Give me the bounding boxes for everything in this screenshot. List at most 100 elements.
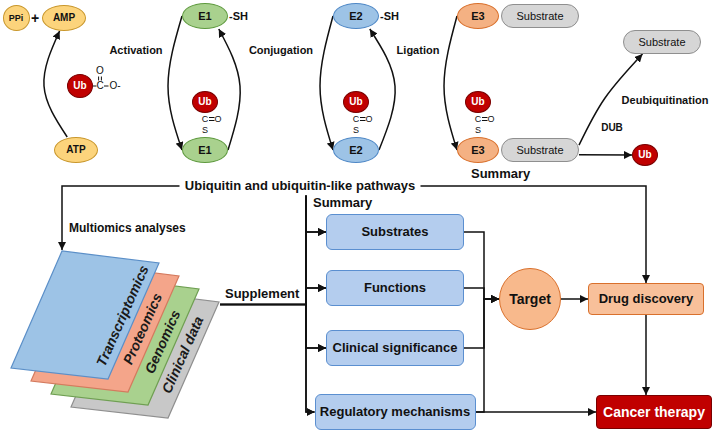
node-label: Ubiquitin and ubiquitin-like pathways bbox=[185, 179, 415, 194]
connector-label: Summary bbox=[470, 167, 531, 182]
node-label: Ub bbox=[349, 96, 362, 108]
connector bbox=[579, 154, 632, 156]
summary-box: Clinical significance bbox=[326, 330, 464, 366]
thiol-group: -SH bbox=[380, 10, 399, 23]
carbon-atom: C bbox=[353, 115, 360, 124]
substrate-box: Substrate bbox=[501, 138, 579, 162]
connector bbox=[320, 16, 333, 150]
chemical-bond bbox=[360, 117, 366, 118]
connector bbox=[444, 16, 457, 150]
chemical-bond bbox=[101, 77, 102, 81]
connector bbox=[44, 31, 67, 137]
node-label: E2 bbox=[349, 144, 362, 157]
node-label: Ub bbox=[638, 149, 651, 161]
chemical-bond bbox=[98, 77, 99, 81]
connector bbox=[561, 298, 588, 300]
connector bbox=[579, 54, 643, 145]
drug-discovery-box: Drug discovery bbox=[588, 283, 704, 315]
e2-enzyme: E2-SH bbox=[333, 3, 379, 29]
node-label: Cancer therapy bbox=[603, 404, 705, 420]
e3-ligase: E3 bbox=[457, 137, 499, 163]
node-label: Substrate bbox=[516, 144, 563, 157]
connector bbox=[464, 299, 499, 348]
ubiquitin-circle: Ub bbox=[192, 91, 218, 113]
chemical-bond bbox=[482, 120, 488, 121]
thiol-group: -SH bbox=[229, 10, 248, 23]
node-label: E3 bbox=[471, 144, 484, 157]
connector bbox=[220, 288, 326, 305]
sulfur-atom: S bbox=[202, 126, 208, 135]
carbon-atom: C bbox=[202, 115, 209, 124]
connector bbox=[306, 196, 326, 289]
sulfur-atom: S bbox=[353, 126, 359, 135]
connector-label: Summary bbox=[312, 196, 373, 211]
node-label: Substrate bbox=[516, 10, 563, 23]
node-label: Ub bbox=[198, 96, 211, 108]
connector bbox=[306, 196, 315, 413]
node-label: E2 bbox=[349, 10, 362, 23]
node-label: E1 bbox=[198, 10, 211, 23]
node-label: PPi bbox=[9, 13, 24, 23]
node-label: Substrates bbox=[361, 225, 428, 240]
chemical-bond bbox=[93, 77, 488, 121]
node-label: Substrate bbox=[638, 36, 685, 49]
node-label: ATP bbox=[66, 144, 85, 156]
chemical-bond bbox=[360, 120, 366, 121]
sulfur-atom: S bbox=[475, 126, 481, 135]
connector bbox=[306, 196, 326, 349]
e3-ligase: E3 bbox=[457, 3, 499, 29]
summary-box: Regulatory mechanisms bbox=[315, 394, 476, 430]
summary-box: Functions bbox=[326, 270, 464, 306]
node-label: Clinical significance bbox=[333, 341, 458, 356]
omics-layer: Transcriptomics bbox=[10, 250, 160, 380]
ubiquitin-circle: Ub bbox=[67, 74, 93, 98]
oxygen-atom: O bbox=[487, 115, 494, 124]
step-label: Activation bbox=[109, 45, 162, 56]
chemical-bond bbox=[209, 117, 215, 118]
plus-sign: + bbox=[31, 11, 39, 25]
node-label: Functions bbox=[364, 281, 426, 296]
substrate-box: Substrate bbox=[501, 4, 579, 28]
atp-ellipse: ATP bbox=[54, 137, 98, 163]
oxygen-atom: O bbox=[96, 66, 104, 76]
step-label: Conjugation bbox=[249, 45, 313, 56]
connector bbox=[464, 288, 499, 299]
oxygen-atom: O bbox=[365, 115, 372, 124]
node-label: Drug discovery bbox=[599, 292, 694, 307]
enzyme-label: DUB bbox=[601, 123, 623, 133]
connector-label: Multiomics analyses bbox=[68, 222, 187, 236]
e2-enzyme: E2 bbox=[333, 137, 379, 163]
carbon-atom: C bbox=[96, 81, 103, 91]
oxygen-atom: O bbox=[214, 115, 221, 124]
step-label: Ligation bbox=[397, 45, 440, 56]
chemical-bond bbox=[104, 86, 109, 87]
ubiquitin-circle: Ub bbox=[465, 91, 491, 113]
ubiquitin-circle: Ub bbox=[343, 91, 369, 113]
carbon-atom: C bbox=[475, 115, 482, 124]
node-label: Ub bbox=[471, 96, 484, 108]
target-circle: Target bbox=[499, 268, 561, 330]
connector bbox=[220, 232, 326, 305]
amp-ellipse: AMP bbox=[42, 5, 86, 31]
layer-sheet bbox=[71, 290, 219, 418]
ppi-circle: PPi bbox=[3, 5, 30, 31]
node-label: Target bbox=[509, 291, 551, 307]
connector-label: Supplement bbox=[224, 287, 300, 302]
connector bbox=[306, 196, 326, 233]
step-label: Deubiquitination bbox=[622, 95, 709, 106]
summary-box: Substrates bbox=[326, 214, 464, 250]
node-label: E3 bbox=[471, 10, 484, 23]
connector bbox=[645, 315, 647, 395]
oxygen-atom: O- bbox=[109, 81, 120, 91]
cancer-therapy-box: Cancer therapy bbox=[596, 395, 712, 429]
e1-enzyme: E1-SH bbox=[182, 3, 228, 29]
pathway-heading: Ubiquitin and ubiquitin-like pathways bbox=[180, 177, 421, 196]
connector bbox=[220, 305, 315, 412]
connector bbox=[370, 29, 395, 150]
chemical-bond bbox=[209, 120, 215, 121]
ubiquitin-circle: Ub bbox=[632, 144, 658, 166]
connector bbox=[220, 305, 326, 348]
node-label: E1 bbox=[198, 144, 211, 157]
